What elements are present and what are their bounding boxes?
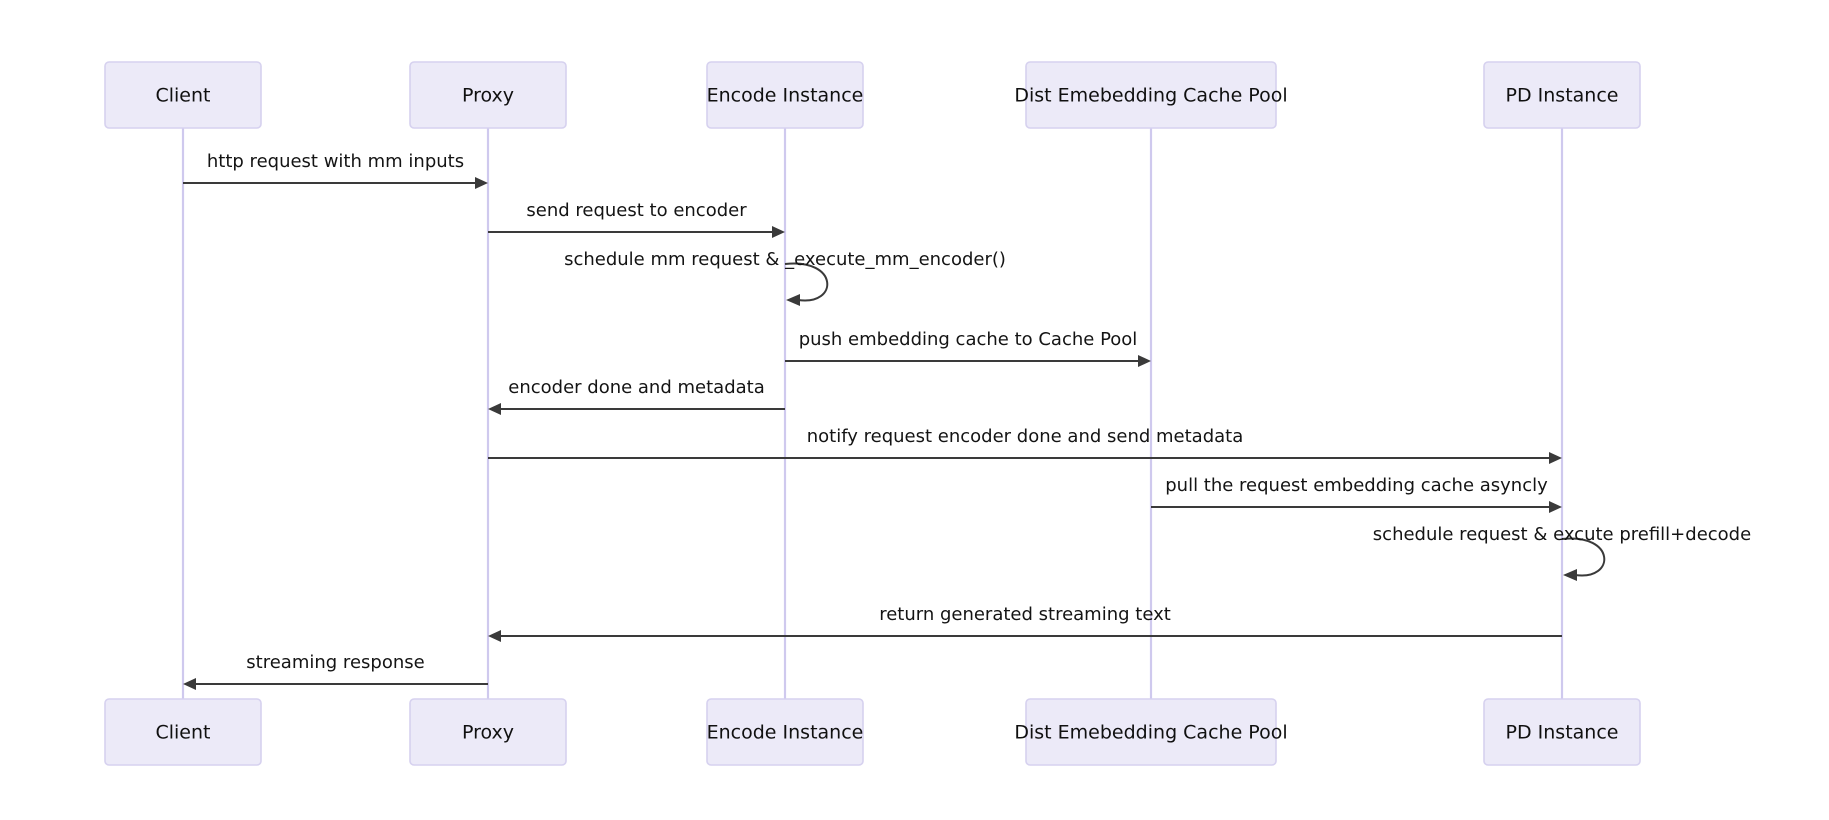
arrow-head [772, 226, 785, 238]
message-label: schedule mm request & _execute_mm_encode… [564, 249, 1006, 270]
actor-top-pd[interactable]: PD Instance [1483, 61, 1641, 129]
actor-label-encode: Encode Instance [707, 85, 864, 107]
lifelines-layer [181, 128, 1564, 699]
messages-layer: http request with mm inputs send request … [183, 151, 1751, 690]
message-8-schedule-request-excute-prefill-decode: schedule request & excute prefill+decode [1373, 524, 1751, 581]
arrow-head [488, 403, 501, 415]
self-loop-arc [1561, 537, 1606, 577]
actor-bottom-proxy[interactable]: Proxy [409, 698, 567, 766]
message-7-pull-the-request-embedding-cache-asyncly: pull the request embedding cache asyncly [1151, 475, 1562, 513]
arrow-head [786, 294, 800, 306]
actor-box-cache [1025, 61, 1277, 129]
actors-bottom-layer: Client Proxy Encode Instance Dist Emebeddin… [104, 698, 1641, 766]
self-loop-arc [784, 262, 829, 302]
message-label: pull the request embedding cache asyncly [1165, 475, 1548, 496]
message-2-send-request-to-encoder: send request to encoder [488, 200, 785, 238]
actor-box-cache [1025, 698, 1277, 766]
actor-label-client: Client [155, 85, 210, 107]
message-4-push-embedding-cache-to-cache-pool: push embedding cache to Cache Pool [785, 329, 1151, 367]
actor-top-encode[interactable]: Encode Instance [706, 61, 864, 129]
message-6-notify-request-encoder-done-and-send-metadata: notify request encoder done and send met… [488, 426, 1562, 464]
actor-bottom-pd[interactable]: PD Instance [1483, 698, 1641, 766]
arrow-head [475, 177, 488, 189]
actor-label-proxy: Proxy [462, 722, 514, 744]
message-label: encoder done and metadata [508, 377, 764, 398]
actor-label-cache: Dist Emebedding Cache Pool [1014, 85, 1287, 107]
actor-label-pd: PD Instance [1506, 85, 1619, 107]
message-label: schedule request & excute prefill+decode [1373, 524, 1751, 545]
actor-label-encode: Encode Instance [707, 722, 864, 744]
actor-box-client [104, 61, 262, 129]
actor-label-pd: PD Instance [1506, 722, 1619, 744]
actor-bottom-cache[interactable]: Dist Emebedding Cache Pool [1014, 698, 1288, 766]
actor-top-client[interactable]: Client [104, 61, 262, 129]
message-1-http-request-with-mm-inputs: http request with mm inputs [183, 151, 488, 189]
message-label: http request with mm inputs [207, 151, 464, 172]
arrow-head [1549, 452, 1562, 464]
actor-label-cache: Dist Emebedding Cache Pool [1014, 722, 1287, 744]
actor-box-client [104, 698, 262, 766]
message-5-encoder-done-and-metadata: encoder done and metadata [488, 377, 785, 415]
actor-box-pd [1483, 698, 1641, 766]
arrow-head [1563, 569, 1577, 581]
actor-top-cache[interactable]: Dist Emebedding Cache Pool [1014, 61, 1288, 129]
message-label: push embedding cache to Cache Pool [799, 329, 1138, 350]
message-10-streaming-response: streaming response [183, 652, 488, 690]
arrow-head [1549, 501, 1562, 513]
message-label: streaming response [246, 652, 424, 673]
message-label: send request to encoder [526, 200, 747, 221]
actor-box-encode [706, 61, 864, 129]
actor-label-proxy: Proxy [462, 85, 514, 107]
actor-box-proxy [409, 61, 567, 129]
message-9-return-generated-streaming-text: return generated streaming text [488, 604, 1562, 642]
actor-bottom-client[interactable]: Client [104, 698, 262, 766]
message-label: return generated streaming text [879, 604, 1171, 625]
actor-box-proxy [409, 698, 567, 766]
actor-top-proxy[interactable]: Proxy [409, 61, 567, 129]
actors-top-layer: Client Proxy Encode Instance Dist Emebeddin… [104, 61, 1641, 129]
actor-bottom-encode[interactable]: Encode Instance [706, 698, 864, 766]
message-label: notify request encoder done and send met… [807, 426, 1244, 447]
arrow-head [1138, 355, 1151, 367]
arrow-head [183, 678, 196, 690]
actor-box-encode [706, 698, 864, 766]
arrow-head [488, 630, 501, 642]
actor-box-pd [1483, 61, 1641, 129]
message-3-schedule-mm-request-execute-mm-encoder: schedule mm request & _execute_mm_encode… [564, 249, 1006, 306]
actor-label-client: Client [155, 722, 210, 744]
